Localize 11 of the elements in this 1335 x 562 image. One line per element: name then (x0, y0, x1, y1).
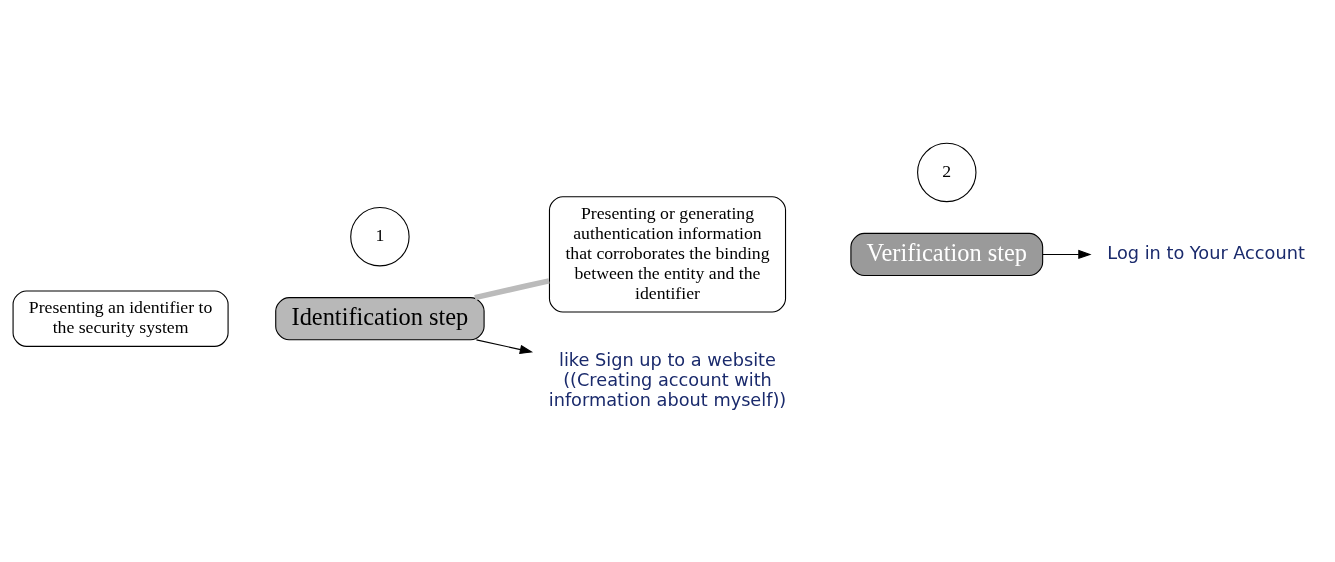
node-text: like Sign up to a website ((Creating account with information about myself)) (548, 349, 787, 410)
connector (474, 277, 550, 300)
node-box: Verification step (850, 232, 1044, 276)
node-box: Presenting an identifier to the security system (12, 289, 229, 347)
node-circle: 2 (917, 142, 977, 202)
node-box: Presenting or generating authentication information that corroborates the binding between the entity and the identifier (548, 195, 787, 313)
arrow (1042, 249, 1092, 259)
node-text: Log in to Your Account (1107, 242, 1305, 263)
node-circle: 1 (350, 206, 410, 266)
node-box: Identification step (275, 296, 485, 340)
arrow (475, 338, 534, 354)
